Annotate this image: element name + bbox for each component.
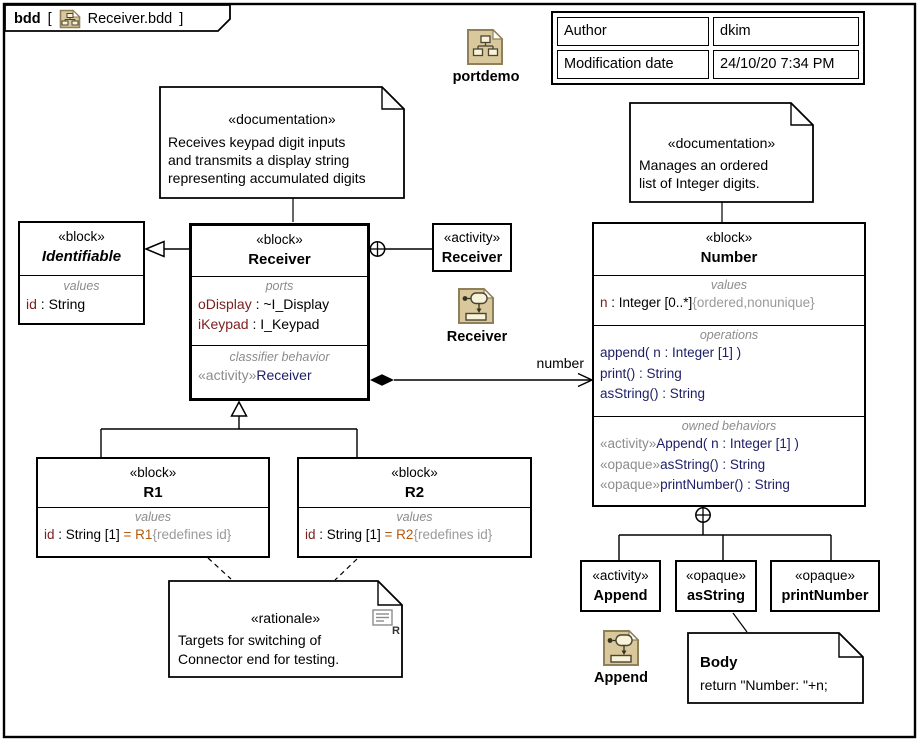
r2-value-id: id : String [1] = R2{redefines id} bbox=[305, 527, 493, 542]
diagram-info-table[interactable]: Author dkim Modification date 24/10/20 7… bbox=[551, 11, 865, 85]
printnumber-name: printNumber bbox=[781, 588, 869, 604]
composition-diamond bbox=[370, 374, 394, 386]
number-operation-asstring: asString() : String bbox=[600, 386, 706, 401]
note-fold bbox=[381, 87, 404, 110]
number-behavior-asstring: «opaque»asString() : String bbox=[600, 456, 766, 472]
receiver-activity-icon[interactable] bbox=[457, 287, 495, 325]
number-behavior-append: «activity»Append( n : Integer [1] ) bbox=[600, 436, 799, 451]
rationale-doc-icon: R bbox=[372, 609, 400, 635]
anchor-r2-rationale[interactable] bbox=[334, 558, 358, 581]
receiver-activity-icon-label: Receiver bbox=[446, 329, 508, 345]
r2-name: R2 bbox=[404, 484, 425, 501]
tab-bracket-close: ] bbox=[179, 11, 184, 27]
number-doc-text: Manages an ordered list of Integer digit… bbox=[639, 157, 769, 191]
block-r2[interactable]: «block» R2 values id : String [1] = R2{r… bbox=[297, 457, 532, 558]
identifiable-stereotype: «block» bbox=[58, 229, 105, 244]
body-note-code: return "Number: "+n; bbox=[700, 677, 828, 693]
receiver-doc-stereotype: «documentation» bbox=[228, 111, 336, 127]
owned-behaviors-compartment-label: owned behaviors bbox=[681, 419, 777, 433]
open-arrow bbox=[577, 372, 594, 388]
receiver-stereotype: «block» bbox=[256, 232, 303, 247]
asstring-name: asString bbox=[686, 588, 745, 604]
append-stereotype: «activity» bbox=[592, 568, 649, 583]
info-value-modified: 24/10/20 7:34 PM bbox=[713, 50, 859, 79]
note-fold bbox=[838, 633, 863, 658]
receiver-doc-text: Receives keypad digit inputs and transmi… bbox=[168, 134, 366, 186]
r1-value-id: id : String [1] = R1{redefines id} bbox=[44, 527, 232, 542]
values-compartment-label: values bbox=[63, 279, 100, 293]
rationale-text: Targets for switching of Connector end f… bbox=[178, 632, 340, 667]
info-value-author: dkim bbox=[713, 17, 859, 46]
append-activity-icon-label: Append bbox=[594, 670, 648, 686]
identifiable-name: Identifiable bbox=[41, 248, 122, 265]
portdemo-package-icon[interactable] bbox=[466, 28, 504, 66]
block-receiver[interactable]: «block» Receiver ports oDisplay : ~I_Dis… bbox=[189, 223, 370, 401]
note-fold bbox=[377, 581, 402, 606]
ports-compartment-label: ports bbox=[265, 279, 294, 293]
printnumber-stereotype: «opaque» bbox=[794, 568, 856, 583]
opaque-box-asstring[interactable]: «opaque» asString bbox=[675, 560, 757, 612]
tab-diagram-name: Receiver.bdd bbox=[87, 11, 173, 27]
info-label-modified: Modification date bbox=[557, 50, 709, 79]
portdemo-label: portdemo bbox=[452, 69, 520, 85]
number-name: Number bbox=[700, 249, 758, 266]
tab-kind: bdd bbox=[14, 11, 41, 27]
operations-compartment-label: operations bbox=[699, 328, 759, 342]
append-name: Append bbox=[593, 588, 648, 604]
info-label-author: Author bbox=[557, 17, 709, 46]
number-behavior-printnumber: «opaque»printNumber() : String bbox=[600, 477, 790, 492]
note-fold bbox=[790, 103, 813, 126]
classifier-behavior-label: classifier behavior bbox=[229, 350, 330, 364]
identifiable-value-id: id : String bbox=[26, 296, 86, 312]
anchor-asstring-body[interactable] bbox=[732, 612, 748, 633]
r1-stereotype: «block» bbox=[129, 465, 177, 480]
receiver-name: Receiver bbox=[248, 251, 311, 268]
number-doc-stereotype: «documentation» bbox=[667, 135, 776, 151]
number-operation-print: print() : String bbox=[600, 365, 682, 381]
number-operation-append: append( n : Integer [1] ) bbox=[600, 345, 742, 360]
body-note-title: Body bbox=[700, 654, 738, 671]
activity-box-receiver[interactable]: «activity» Receiver bbox=[432, 223, 512, 272]
asstring-stereotype: «opaque» bbox=[685, 568, 747, 583]
owned-behavior-tree-number[interactable] bbox=[618, 507, 832, 560]
r2-stereotype: «block» bbox=[391, 465, 438, 480]
values-compartment-label: values bbox=[710, 278, 748, 292]
activity-box-append[interactable]: «activity» Append bbox=[580, 560, 661, 612]
composition-end-label: number bbox=[536, 355, 584, 371]
block-r1[interactable]: «block» R1 values id : String [1] = R1{r… bbox=[36, 457, 270, 558]
generalization-tree-r1-r2[interactable] bbox=[100, 400, 358, 457]
block-number[interactable]: «block» Number values n : Integer [0..*]… bbox=[592, 222, 866, 507]
values-compartment-label: values bbox=[134, 510, 172, 524]
composition-number[interactable] bbox=[370, 372, 594, 388]
rationale-icon-letter: R bbox=[392, 625, 400, 635]
receiver-classifier-behavior: «activity»Receiver bbox=[198, 367, 312, 383]
number-stereotype: «block» bbox=[705, 230, 753, 245]
diagram-icon bbox=[59, 9, 81, 29]
diagram-tab[interactable]: bdd [ Receiver.bdd ] bbox=[14, 9, 183, 29]
opaque-box-printnumber[interactable]: «opaque» printNumber bbox=[770, 560, 880, 612]
generalization-receiver-identifiable[interactable] bbox=[144, 240, 189, 258]
number-value-n: n : Integer [0..*]{ordered,nonunique} bbox=[600, 295, 815, 310]
append-activity-icon[interactable] bbox=[602, 629, 640, 667]
receiver-port-odisplay: oDisplay : ~I_Display bbox=[198, 296, 330, 312]
r1-name: R1 bbox=[143, 484, 163, 501]
owned-behavior-link-receiver[interactable] bbox=[369, 241, 432, 257]
anchor-r1-rationale[interactable] bbox=[207, 557, 232, 580]
block-identifiable[interactable]: «block» Identifiable values id : String bbox=[18, 221, 145, 325]
activity-receiver-stereotype: «activity» bbox=[443, 230, 501, 245]
activity-receiver-name: Receiver bbox=[441, 250, 503, 266]
values-compartment-label: values bbox=[396, 510, 433, 524]
receiver-port-ikeypad: iKeypad : I_Keypad bbox=[198, 316, 320, 332]
rationale-stereotype: «rationale» bbox=[250, 610, 321, 626]
tab-bracket-open: [ bbox=[47, 11, 52, 27]
